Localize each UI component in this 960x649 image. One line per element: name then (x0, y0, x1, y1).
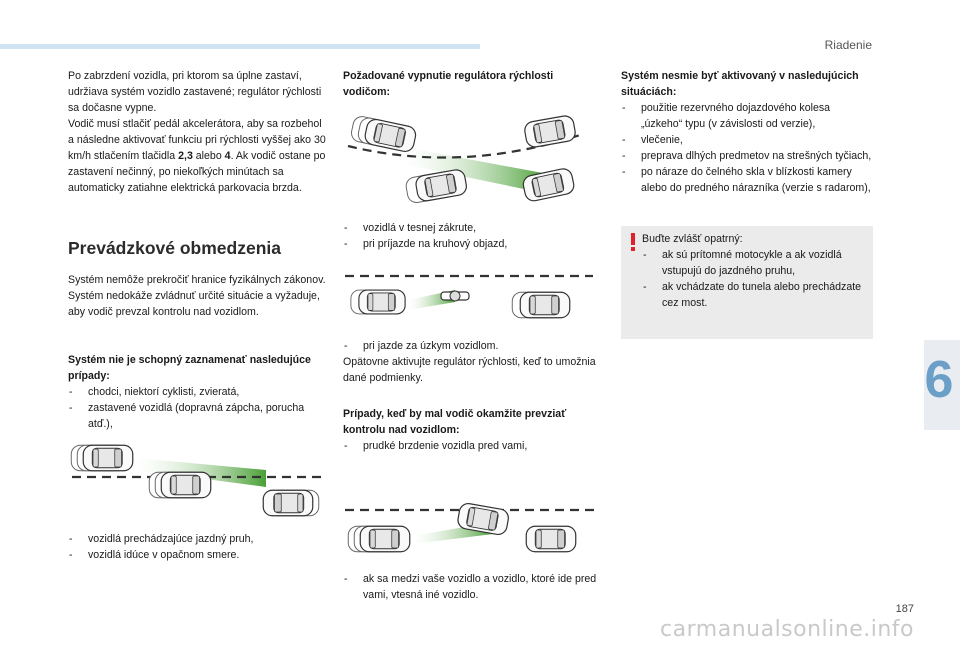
figure-lane-change (70, 444, 322, 517)
vehicles-list: vozidlá prechádzajúce jazdný pruh, vozid… (68, 531, 328, 563)
list-item: prudké brzdenie vozidla pred vami, (343, 438, 601, 454)
driver-disable-heading-block: Požadované vypnutie regulátora rýchlosti… (343, 68, 601, 100)
cannot-detect-heading: Systém nie je schopný zaznamenať nasledu… (68, 354, 311, 382)
list-item: pri jazde za úzkym vozidlom. (343, 338, 601, 354)
lead-car (525, 525, 577, 553)
not-activate-list: použitie rezervného dojazdového kolesa „… (621, 100, 873, 196)
list-item: po náraze do čelného skla v blízkosti ka… (621, 164, 873, 196)
figure-cut-in (345, 501, 595, 553)
page-number: 187 (895, 603, 914, 615)
limits-paragraph: Systém nemôže prekročiť hranice fyzikáln… (68, 272, 328, 320)
section-heading: Prevádzkové obmedzenia (68, 238, 281, 258)
intro-text: Po zabrzdení vozidla, pri ktorom sa úpln… (68, 70, 322, 114)
intro2-or: alebo (192, 150, 225, 162)
list-item: vlečenie, (621, 132, 873, 148)
own-car (347, 525, 411, 553)
curve-car-top (522, 113, 578, 149)
list-item: chodci, niektorí cyklisti, zvieratá, (68, 384, 328, 400)
list-item: vozidlá v tesnej zákrute, (343, 220, 601, 236)
cut-in-block: ak sa medzi vaše vozidlo a vozidlo, ktor… (343, 571, 601, 603)
narrow-vehicle-list: pri jazde za úzkym vozidlom. (343, 338, 601, 354)
warning-list: ak sú prítomné motocykle a ak vozidlá vs… (642, 247, 867, 311)
list-item: zastavené vozidlá (dopravná zápcha, poru… (68, 400, 328, 432)
after-figure-list: vozidlá prechádzajúce jazdný pruh, vozid… (68, 531, 328, 563)
list-item: ak sa medzi vaše vozidlo a vozidlo, ktor… (343, 571, 601, 603)
oncoming-car (262, 489, 320, 517)
motorcycle (440, 290, 470, 302)
cannot-detect-list: chodci, niektorí cyklisti, zvieratá, zas… (68, 384, 328, 432)
watermark: carmanualsonline.info (660, 617, 914, 642)
radar-beam (403, 147, 548, 194)
list-item: ak sú prítomné motocykle a ak vozidlá vs… (642, 247, 867, 279)
cannot-detect-block: Systém nie je schopný zaznamenať nasledu… (68, 352, 328, 432)
warning-title: Buďte zvlášť opatrný: (642, 233, 743, 245)
own-car (350, 289, 406, 315)
intro-paragraph: Po zabrzdení vozidla, pri ktorom sa úpln… (68, 68, 328, 196)
own-car (349, 114, 418, 154)
list-item: použitie rezervného dojazdového kolesa „… (621, 100, 873, 132)
curve-list: vozidlá v tesnej zákrute, pri príjazde n… (343, 220, 601, 252)
takeover-block: Prípady, keď by mal vodič okamžite prevz… (343, 406, 601, 454)
list-item: preprava dlhých predmetov na strešných t… (621, 148, 873, 164)
reactivate-text: Opätovne aktivujte regulátor rýchlosti, … (343, 356, 596, 384)
chapter-tab (924, 340, 960, 430)
list-item: vozidlá idúce v opačnom smere. (68, 547, 328, 563)
narrow-vehicle-block: pri jazde za úzkym vozidlom. Opätovne ak… (343, 338, 601, 386)
cut-in-list: ak sa medzi vaše vozidlo a vozidlo, ktor… (343, 571, 601, 603)
section-title: Riadenie (824, 38, 872, 52)
curve-list-block: vozidlá v tesnej zákrute, pri príjazde n… (343, 220, 601, 252)
list-item: pri príjazde na kruhový objazd, (343, 236, 601, 252)
takeover-heading: Prípady, keď by mal vodič okamžite prevz… (343, 408, 567, 436)
limits-text-2: Systém nedokáže zvládnuť určité situácie… (68, 290, 320, 318)
warning-content: Buďte zvlášť opatrný: ak sú prítomné mot… (642, 231, 867, 311)
intro2-a: Vodič musí stlačiť pedál akcelerátora, a… (68, 118, 326, 162)
chapter-number: 6 (924, 351, 954, 409)
figure-narrow-vehicle (345, 274, 593, 319)
intro2-c: . Ak vodič ostane po zastavení nečinný, … (68, 150, 326, 194)
button-ref-23: 2,3 (178, 150, 193, 162)
intro-text-2: Vodič musí stlačiť pedál akcelerátora, a… (68, 116, 328, 196)
own-car (70, 444, 134, 472)
header-bar (0, 44, 480, 49)
list-item: vozidlá prechádzajúce jazdný pruh, (68, 531, 328, 547)
takeover-list: prudké brzdenie vozidla pred vami, (343, 438, 601, 454)
curve-car-bottom (404, 167, 469, 205)
button-ref-4: 4 (224, 150, 231, 162)
driver-disable-heading: Požadované vypnutie regulátora rýchlosti… (343, 70, 554, 98)
other-car (511, 291, 571, 319)
not-activate-heading: Systém nesmie byť aktivovaný v nasledujú… (621, 70, 859, 98)
figure-curve (347, 113, 584, 205)
merging-car (148, 471, 212, 499)
not-activate-block: Systém nesmie byť aktivovaný v nasledujú… (621, 68, 873, 196)
exclamation-icon (631, 233, 635, 251)
limits-text-1: Systém nemôže prekročiť hranice fyzikáln… (68, 274, 326, 286)
list-item: ak vchádzate do tunela alebo prechádzate… (642, 279, 867, 311)
